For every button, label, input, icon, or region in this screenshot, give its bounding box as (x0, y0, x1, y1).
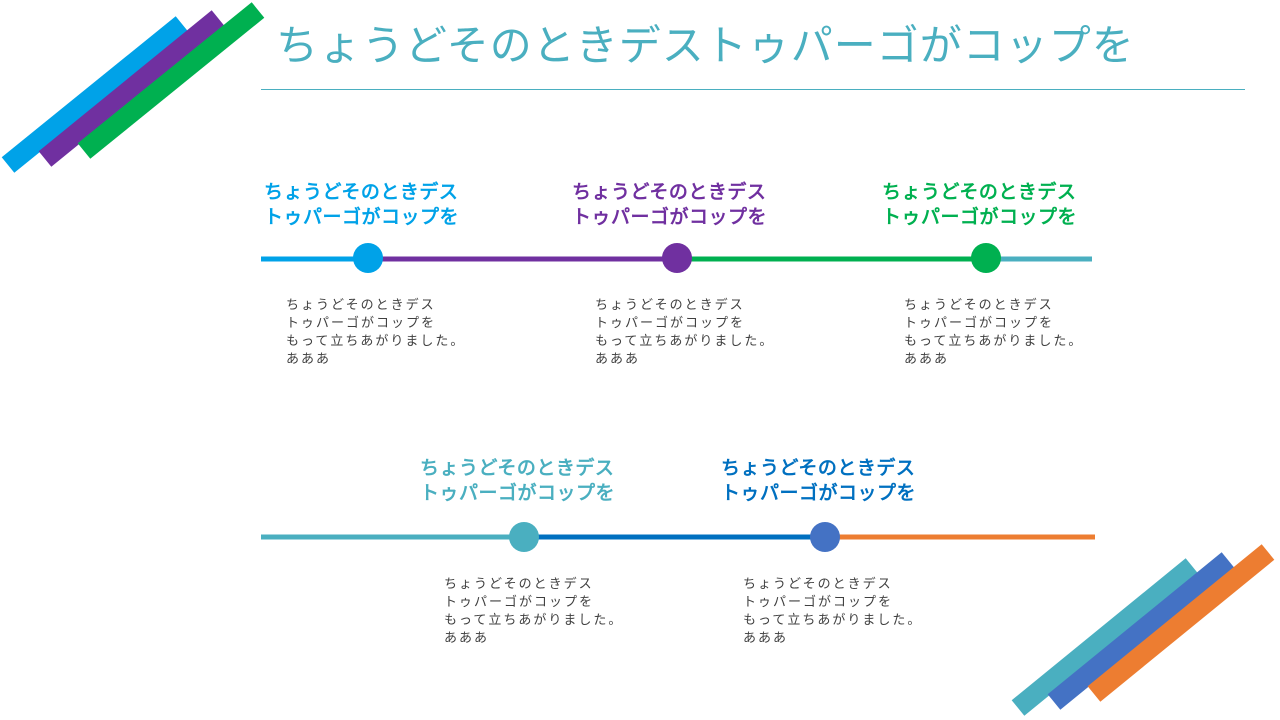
heading-line: ちょうどそのときデス (264, 181, 459, 203)
bottom-right-stripes (1011, 544, 1275, 716)
timeline-bottom (261, 522, 1095, 552)
top-left-stripes (1, 2, 265, 173)
body-line: もって立ちあがりました。 (743, 613, 923, 628)
body-line: あああ (904, 352, 950, 367)
body-line: もって立ちあがりました。 (444, 613, 624, 628)
timeline-bottom-node-2-heading: ちょうどそのときデス トゥパーゴがコップを (721, 456, 916, 506)
deco-stripe-blue (1, 16, 189, 173)
body-line: もって立ちあがりました。 (904, 334, 1084, 349)
heading-line: トゥパーゴがコップを (572, 206, 768, 228)
heading-line: トゥパーゴがコップを (420, 482, 616, 504)
body-line: トゥパーゴがコップを (444, 595, 595, 610)
heading-line: トゥパーゴがコップを (264, 206, 460, 228)
heading-line: トゥパーゴがコップを (882, 206, 1078, 228)
body-line: ちょうどそのときデス (904, 298, 1054, 313)
deco-stripe-blue-2 (1047, 552, 1235, 710)
heading-line: ちょうどそのときデス (721, 457, 916, 479)
heading-line: ちょうどそのときデス (882, 181, 1077, 203)
deco-stripe-purple (38, 10, 225, 167)
slide-title: ちょうどそのときデストゥパーゴがコップを (276, 21, 1135, 70)
timeline-top-node-3-heading: ちょうどそのときデス トゥパーゴがコップを (882, 180, 1077, 230)
timeline-bottom-node-1-heading: ちょうどそのときデス トゥパーゴがコップを (420, 456, 615, 506)
timeline-top-node-2-heading: ちょうどそのときデス トゥパーゴがコップを (572, 180, 767, 230)
body-line: あああ (595, 352, 641, 367)
timeline-top (261, 243, 1092, 273)
deco-stripe-green (77, 2, 265, 159)
heading-line: ちょうどそのときデス (572, 181, 767, 203)
body-line: あああ (743, 631, 789, 646)
body-line: トゥパーゴがコップを (286, 316, 437, 331)
body-line: ちょうどそのときデス (743, 577, 893, 592)
timeline-top-node-3-body: ちょうどそのときデス トゥパーゴがコップを もって立ちあがりました。 あああ (904, 297, 1083, 369)
timeline-top-node-2-body: ちょうどそのときデス トゥパーゴがコップを もって立ちあがりました。 あああ (595, 297, 774, 369)
deco-stripe-teal (1011, 558, 1199, 716)
heading-line: トゥパーゴがコップを (721, 482, 917, 504)
timeline-top-node-2-dot (662, 243, 692, 273)
timeline-bottom-node-2-body: ちょうどそのときデス トゥパーゴがコップを もって立ちあがりました。 あああ (743, 576, 922, 648)
body-line: もって立ちあがりました。 (286, 334, 466, 349)
timeline-top-node-1-body: ちょうどそのときデス トゥパーゴがコップを もって立ちあがりました。 あああ (286, 297, 465, 369)
body-line: ちょうどそのときデス (286, 298, 436, 313)
body-line: トゥパーゴがコップを (595, 316, 746, 331)
timeline-top-node-1-heading: ちょうどそのときデス トゥパーゴがコップを (264, 180, 459, 230)
body-line: もって立ちあがりました。 (595, 334, 775, 349)
body-line: あああ (286, 352, 332, 367)
body-line: トゥパーゴがコップを (743, 595, 894, 610)
title-divider (261, 89, 1245, 90)
timeline-bottom-node-1-body: ちょうどそのときデス トゥパーゴがコップを もって立ちあがりました。 あああ (444, 576, 623, 648)
timeline-top-node-3-dot (971, 243, 1001, 273)
heading-line: ちょうどそのときデス (420, 457, 615, 479)
body-line: ちょうどそのときデス (444, 577, 594, 592)
body-line: ちょうどそのときデス (595, 298, 745, 313)
body-line: トゥパーゴがコップを (904, 316, 1055, 331)
timeline-top-node-1-dot (353, 243, 383, 273)
timeline-bottom-node-1-dot (509, 522, 539, 552)
deco-stripe-orange (1087, 544, 1275, 702)
timeline-bottom-node-2-dot (810, 522, 840, 552)
body-line: あああ (444, 631, 490, 646)
